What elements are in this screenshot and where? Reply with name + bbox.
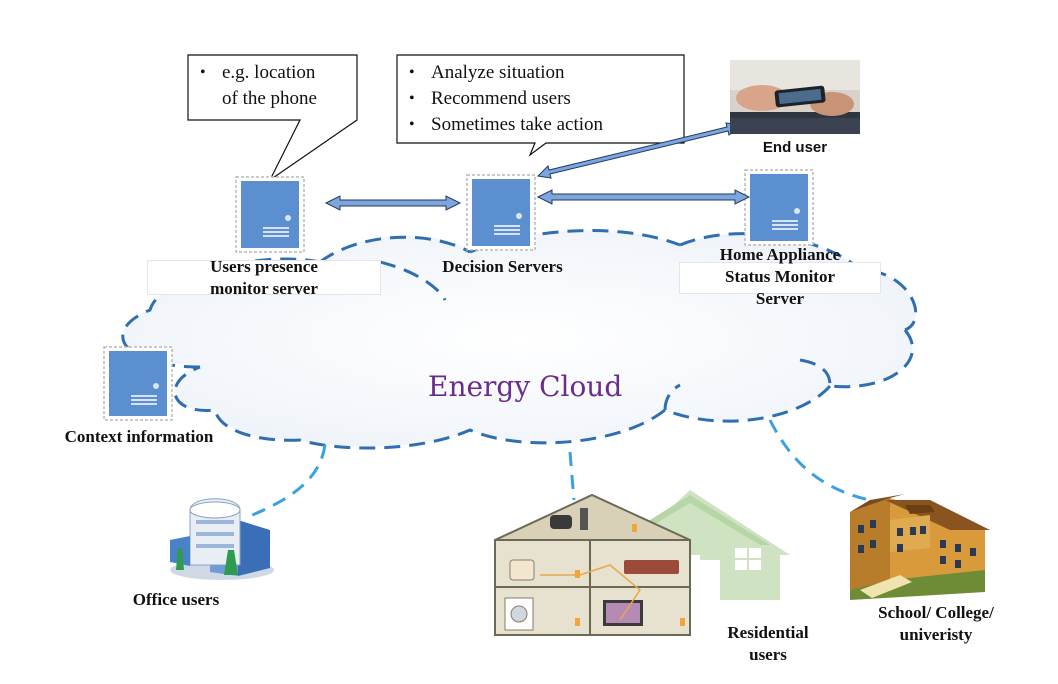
office-users-label: Office users bbox=[132, 590, 220, 609]
presence-callout-item: e.g. location of the phone bbox=[200, 60, 356, 112]
decision-callout-text: Analyze situation Recommend users Someti… bbox=[405, 60, 680, 138]
presence-callout-line-2: of the phone bbox=[222, 88, 317, 109]
home-appliance-label-line-1: Home Appliance bbox=[719, 245, 841, 264]
context-information-label: Context information bbox=[64, 427, 214, 446]
decision-callout-item: Recommend users bbox=[409, 86, 680, 112]
decision-appliance-arrow bbox=[536, 189, 751, 205]
users-presence-label-line-2: monitor server bbox=[210, 279, 318, 298]
school-label: School/ College/ univeristy bbox=[848, 602, 1024, 646]
decision-callout-item: Sometimes take action bbox=[409, 112, 680, 138]
decision-server-icon bbox=[466, 174, 536, 251]
home-appliance-label-box bbox=[679, 262, 881, 294]
home-appliance-server-icon bbox=[744, 169, 814, 246]
home-appliance-label: Home Appliance Status Monitor Server bbox=[680, 244, 880, 310]
residential-users-label: Residential users bbox=[698, 622, 838, 666]
residential-users-label-line-2: users bbox=[749, 645, 787, 664]
end-user-label: End user bbox=[762, 139, 828, 156]
presence-decision-arrow bbox=[324, 195, 462, 211]
school-building-icon bbox=[850, 494, 990, 600]
school-label-line-2: univeristy bbox=[899, 625, 973, 644]
user-links bbox=[244, 419, 881, 520]
home-appliance-label-line-3: Server bbox=[755, 289, 805, 308]
decision-callout-item: Analyze situation bbox=[409, 60, 680, 86]
home-appliance-label-line-2: Status Monitor bbox=[724, 267, 836, 286]
school-label-line-1: School/ College/ bbox=[878, 603, 994, 622]
context-information-server-icon bbox=[103, 346, 173, 421]
residential-users-label-line-1: Residential bbox=[727, 623, 809, 642]
end-user-photo bbox=[730, 60, 860, 134]
users-presence-label-line-1: Users presence bbox=[210, 257, 318, 276]
presence-callout-line-1: e.g. location bbox=[222, 62, 316, 83]
users-presence-label-box bbox=[147, 260, 381, 295]
residential-house-icon bbox=[494, 490, 790, 636]
office-building-icon bbox=[170, 498, 274, 580]
energy-cloud-title: Energy Cloud bbox=[428, 370, 623, 403]
users-presence-label: Users presence monitor server bbox=[150, 256, 378, 300]
presence-callout-text: e.g. location of the phone bbox=[196, 60, 356, 112]
decision-servers-label: Decision Servers bbox=[442, 257, 563, 276]
users-presence-server-icon bbox=[235, 176, 305, 253]
